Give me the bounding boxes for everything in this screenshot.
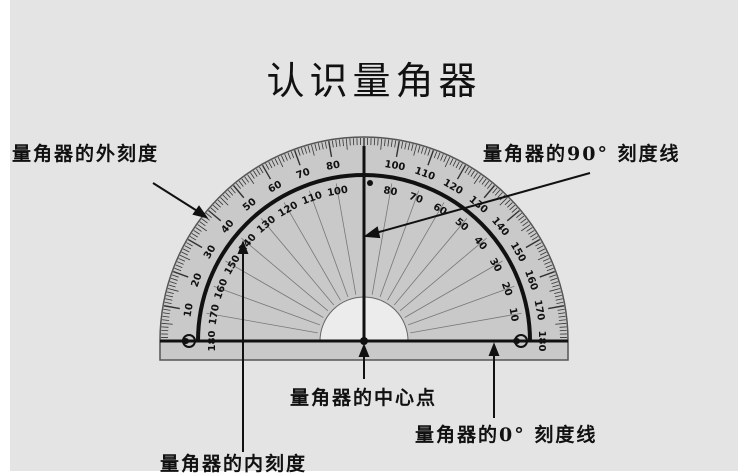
outer-scale-label: 量角器的外刻度 [12,139,159,166]
outer-scale-arrowhead [194,207,206,217]
center-point-label: 量角器的中心点 [290,383,437,410]
ninety-line-dot [367,180,373,186]
ninety-line-label: 量角器的90° 刻度线 [483,139,681,166]
zero-line-label: 量角器的0° 刻度线 [415,420,597,447]
inner-scale-label: 量角器的内刻度 [160,449,307,476]
outer-scale-leader [153,183,202,214]
